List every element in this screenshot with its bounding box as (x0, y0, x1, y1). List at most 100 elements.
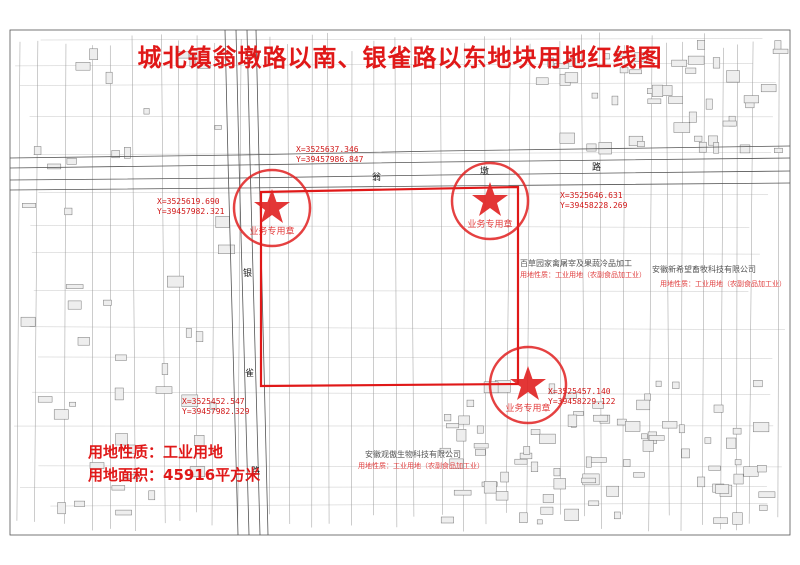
building-block (105, 71, 113, 84)
building-block (636, 399, 651, 411)
building-block (753, 380, 763, 388)
building-block (155, 386, 173, 394)
building-block (47, 163, 62, 170)
building-block (697, 476, 706, 488)
building-block (473, 443, 489, 449)
building-block (65, 284, 84, 289)
building-block (642, 440, 654, 452)
parcel-use-3: 用地性质：工业用地（农副食品加工业） (358, 462, 484, 470)
building-block (708, 135, 718, 146)
parcel-line (19, 82, 776, 86)
building-block (644, 393, 651, 401)
building-block (655, 380, 662, 387)
parcel-line (526, 43, 531, 524)
building-block (697, 40, 705, 50)
building-block (648, 435, 665, 441)
parcel-line (237, 39, 242, 526)
building-block (567, 414, 578, 427)
building-block (662, 421, 678, 429)
parcel-line (50, 503, 768, 507)
building-block (548, 383, 556, 395)
building-block (476, 425, 484, 434)
building-block (687, 55, 705, 65)
building-block (573, 411, 584, 416)
official-seal-3: 业务专用章 (488, 345, 568, 425)
road-label-dun: 墩 (480, 167, 490, 177)
building-block (181, 394, 199, 407)
parcel-line (748, 41, 754, 524)
parcel-line (211, 42, 216, 526)
parcel-lines (14, 32, 785, 532)
building-block (57, 502, 66, 515)
building-block (732, 512, 743, 525)
seal-star-icon (510, 366, 546, 400)
building-block (712, 57, 721, 69)
building-block (547, 57, 554, 67)
building-block (214, 125, 222, 130)
building-block (553, 468, 561, 477)
building-block (634, 52, 647, 62)
building-block (611, 95, 619, 106)
parcel-line (15, 63, 753, 67)
parcel-line (394, 37, 398, 528)
building-block (167, 275, 184, 288)
map-frame (9, 29, 791, 536)
building-block (598, 142, 612, 155)
building-block (733, 473, 744, 485)
building-block (542, 494, 554, 503)
building-block (705, 98, 713, 110)
building-block (614, 51, 629, 58)
building-block (500, 471, 509, 483)
wengdun-road (9, 145, 791, 191)
building-block (185, 328, 192, 338)
parcel-label-2: 安徽新希望畜牧科技有限公司 (652, 265, 756, 274)
parcel-line (33, 152, 772, 155)
parcel-line (777, 41, 780, 518)
svg-text:业务专用章: 业务专用章 (505, 402, 550, 414)
building-block (536, 519, 543, 525)
seal-star-icon (472, 182, 508, 216)
building-block (458, 415, 470, 425)
parcel-line (463, 43, 466, 532)
building-block (625, 421, 641, 432)
parcel-line (327, 32, 330, 524)
parcel-line (599, 32, 602, 529)
parcel-line (31, 252, 760, 255)
building-block (439, 447, 451, 453)
building-block (614, 511, 621, 520)
road-label-lu2: 路 (251, 467, 261, 477)
parcel-line (736, 44, 738, 531)
building-block (559, 132, 575, 144)
building-block (673, 122, 691, 133)
building-block (586, 143, 597, 152)
building-block (772, 48, 789, 54)
building-block (641, 433, 648, 440)
building-block (74, 500, 85, 507)
building-block (592, 401, 604, 409)
building-block (115, 509, 132, 516)
building-block (585, 456, 592, 468)
building-block (726, 70, 740, 83)
parcel-line (16, 41, 21, 521)
building-block (519, 512, 528, 523)
parcel-line (38, 465, 782, 468)
building-block (64, 207, 73, 216)
building-block (444, 414, 452, 422)
building-block (189, 466, 206, 478)
building-block (530, 429, 541, 435)
svg-text:业务专用章: 业务专用章 (249, 225, 294, 237)
building-block (161, 363, 169, 375)
road-label-que: 雀 (245, 369, 255, 379)
seal-star-icon (254, 189, 290, 223)
building-block (67, 300, 82, 310)
building-block (774, 147, 783, 153)
building-block (759, 504, 768, 511)
building-block (75, 62, 91, 71)
building-block (446, 423, 460, 429)
parcel-line (29, 326, 785, 330)
parcel-line (410, 37, 415, 517)
parcel-line (559, 41, 561, 515)
